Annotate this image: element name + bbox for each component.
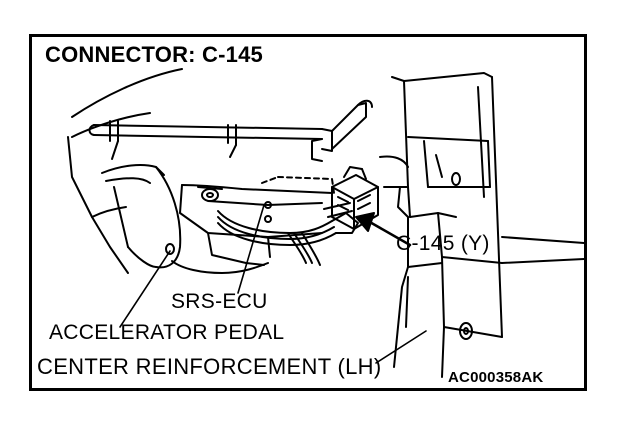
support-bar (88, 99, 373, 162)
accelerator-pedal-label: ACCELERATOR PEDAL (49, 321, 285, 344)
connector-pointer-arrow (355, 212, 412, 247)
diagram-frame: CONNECTOR: C-145 C-145 (Y) SRS-ECU ACCEL… (29, 34, 587, 391)
connector-location-illustration (67, 68, 584, 378)
srs-ecu-label: SRS-ECU (171, 290, 268, 313)
center-reinforcement (393, 212, 503, 378)
figure-code: AC000358AK (448, 369, 544, 386)
floor-lines (171, 236, 584, 274)
leader-center-reinforcement (375, 330, 427, 364)
wiring-harness (217, 202, 359, 266)
diagram-title: CONNECTOR: C-145 (45, 42, 263, 67)
center-reinforcement-label: CENTER REINFORCEMENT (LH) (37, 354, 382, 379)
dashboard-outline (67, 68, 183, 274)
connector-c145-label: C-145 (Y) (396, 232, 490, 255)
srs-ecu-box (179, 176, 335, 266)
leader-lines (119, 204, 427, 364)
leader-accelerator-pedal (119, 250, 171, 328)
leader-srs-ecu (237, 204, 265, 294)
body-panel-right (379, 72, 503, 338)
connector-c145 (331, 166, 379, 230)
